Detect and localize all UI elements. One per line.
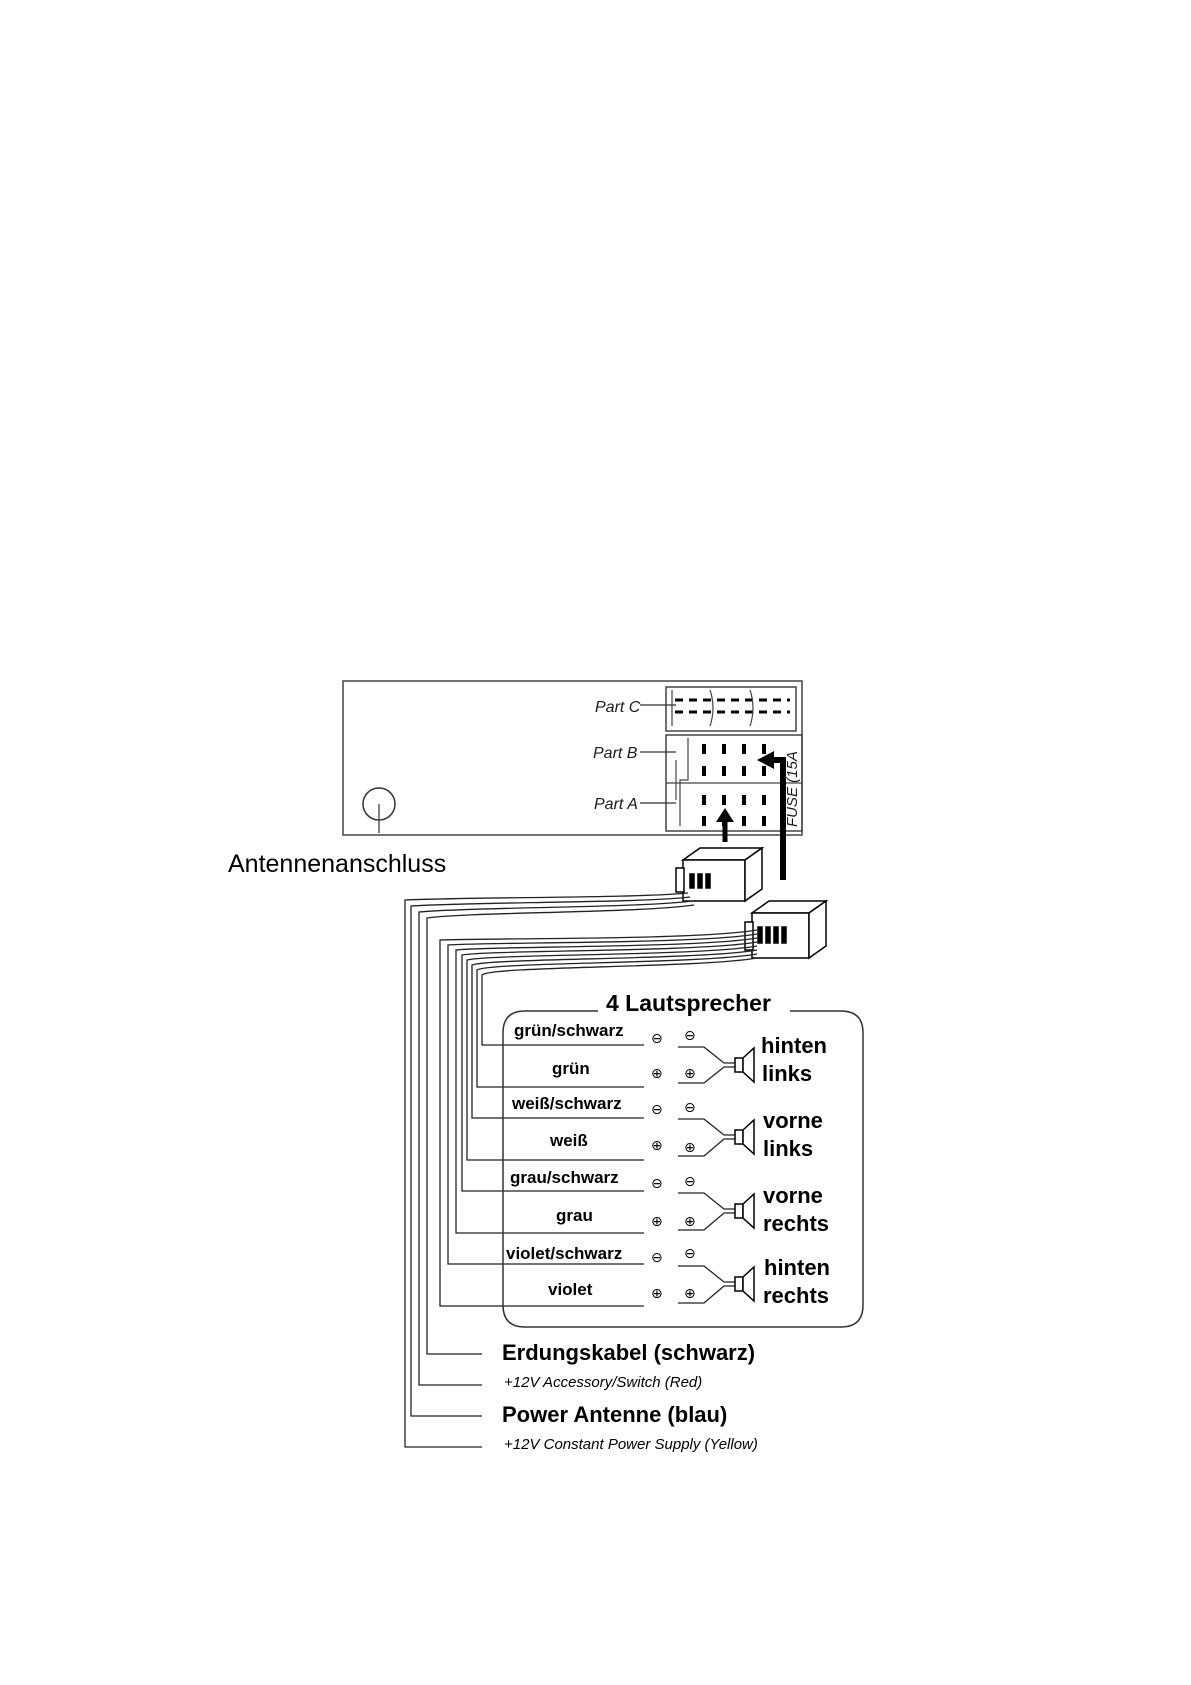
svg-text:⊕: ⊕ <box>651 1285 663 1301</box>
power-antenna-wire-label: Power Antenne (blau) <box>502 1402 727 1427</box>
svg-text:⊕: ⊕ <box>684 1285 696 1301</box>
svg-text:⊖: ⊖ <box>684 1099 696 1115</box>
part-b-label: Part B <box>593 745 638 762</box>
wire-label-gruen-schwarz: grün/schwarz <box>514 1021 624 1040</box>
wire-label-violet: violet <box>548 1280 593 1299</box>
svg-text:⊖: ⊖ <box>684 1027 696 1043</box>
speaker-section-title: 4 Lautsprecher <box>606 990 771 1016</box>
connector-plug-a <box>675 846 765 903</box>
svg-text:⊖: ⊖ <box>651 1030 663 1046</box>
part-a-label: Part A <box>594 796 638 813</box>
accessory-wire-label: +12V Accessory/Switch (Red) <box>504 1374 702 1391</box>
part-a-pins <box>702 795 766 826</box>
antenna-label: Antennenanschluss <box>228 850 446 878</box>
speaker-label-hinten-rechts-2: rechts <box>763 1283 829 1308</box>
speaker-symbol-vorne-links <box>734 1118 755 1156</box>
svg-text:⊖: ⊖ <box>684 1173 696 1189</box>
wire-label-violet-schwarz: violet/schwarz <box>506 1244 622 1263</box>
constant-power-wire-label: +12V Constant Power Supply (Yellow) <box>504 1436 758 1453</box>
polarity-source: ⊖ ⊕ ⊖ ⊕ ⊖ ⊕ ⊖ ⊕ <box>651 1030 663 1301</box>
svg-text:⊖: ⊖ <box>651 1249 663 1265</box>
speaker-label-hinten-links-1: hinten <box>761 1033 827 1058</box>
speaker-symbol-hinten-links <box>734 1046 755 1084</box>
speaker-label-vorne-rechts-2: rechts <box>763 1211 829 1236</box>
connector-plug-b <box>744 899 829 960</box>
power-wire-bundle <box>404 892 695 1448</box>
fuse-label: FUSE (15A <box>784 751 801 827</box>
svg-text:⊕: ⊕ <box>684 1213 696 1229</box>
wire-label-grau: grau <box>556 1206 593 1225</box>
speaker-label-vorne-rechts-1: vorne <box>763 1183 823 1208</box>
part-c-pins <box>675 698 790 714</box>
svg-text:⊕: ⊕ <box>684 1065 696 1081</box>
radio-unit-panel <box>342 680 803 836</box>
speaker-section-frame <box>502 1010 864 1328</box>
svg-text:⊖: ⊖ <box>651 1175 663 1191</box>
speaker-label-hinten-rechts-1: hinten <box>764 1255 830 1280</box>
speaker-symbol-vorne-rechts <box>734 1192 755 1230</box>
wire-label-gruen: grün <box>552 1059 590 1078</box>
svg-text:⊖: ⊖ <box>651 1101 663 1117</box>
polarity-speaker: ⊖ ⊕ ⊖ ⊕ ⊖ ⊕ ⊖ ⊕ <box>684 1027 696 1301</box>
svg-text:⊕: ⊕ <box>684 1139 696 1155</box>
wire-label-weiss: weiß <box>549 1131 588 1150</box>
svg-text:⊕: ⊕ <box>651 1213 663 1229</box>
speaker-leads <box>678 1046 735 1304</box>
speaker-label-hinten-links-2: links <box>762 1061 812 1086</box>
wire-label-grau-schwarz: grau/schwarz <box>510 1168 619 1187</box>
part-b-pins <box>702 744 766 776</box>
wire-label-weiss-schwarz: weiß/schwarz <box>511 1094 622 1113</box>
arrow-part-b <box>757 751 786 880</box>
speaker-label-vorne-links-2: links <box>763 1136 813 1161</box>
speaker-symbol-hinten-rechts <box>734 1265 755 1303</box>
ground-wire-label: Erdungskabel (schwarz) <box>502 1340 755 1365</box>
svg-text:⊕: ⊕ <box>651 1137 663 1153</box>
svg-text:⊕: ⊕ <box>651 1065 663 1081</box>
part-c-block <box>665 686 797 732</box>
svg-text:⊖: ⊖ <box>684 1245 696 1261</box>
speaker-label-vorne-links-1: vorne <box>763 1108 823 1133</box>
speaker-wire-bundle <box>439 929 758 1307</box>
arrow-part-a <box>716 808 734 842</box>
part-c-label: Part C <box>595 699 641 716</box>
